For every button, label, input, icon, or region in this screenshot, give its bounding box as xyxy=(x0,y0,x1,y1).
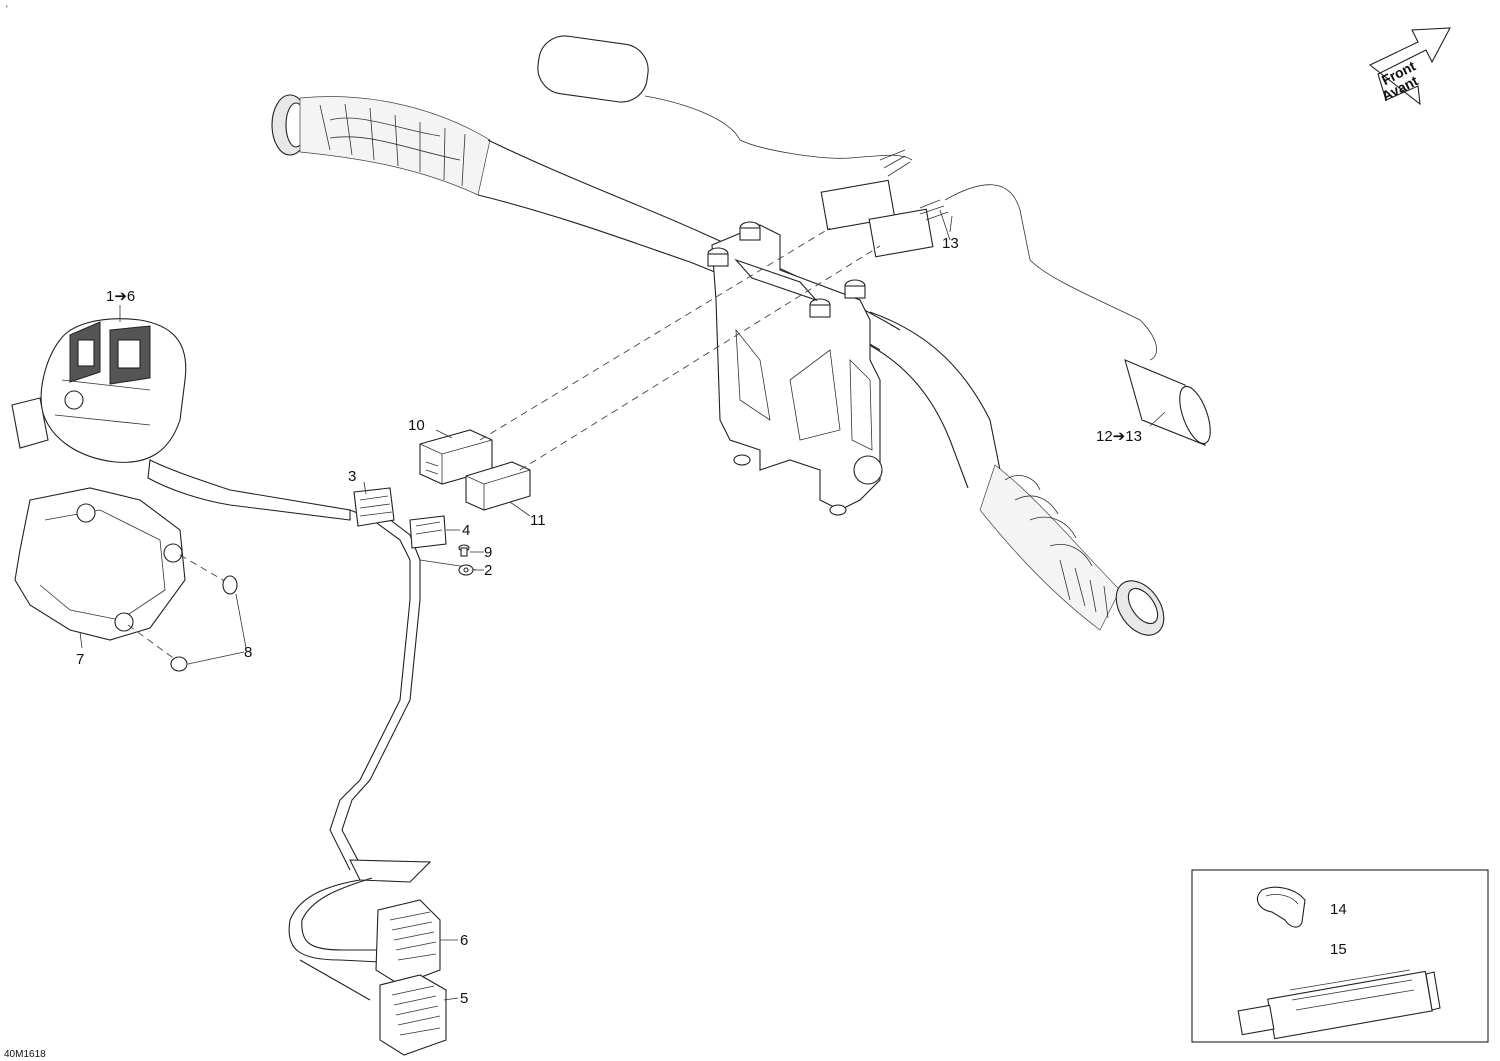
screw-icon xyxy=(127,554,238,672)
corner-tick: ' xyxy=(6,4,8,14)
callout-5: 5 xyxy=(460,990,468,1007)
left-control-switch-housing xyxy=(11,318,351,521)
ground-terminal-icon xyxy=(458,564,474,576)
callout-6: 6 xyxy=(460,932,468,949)
connector-6 xyxy=(375,899,441,986)
callout-7: 7 xyxy=(76,651,84,668)
callout-9: 9 xyxy=(484,544,492,561)
callout-1-6: 1➔6 xyxy=(106,288,135,305)
handlebar-riser xyxy=(707,221,883,516)
callout-labels: 1➔6 2 3 4 5 6 7 8 9 10 11 12➔13 13 14 15 xyxy=(76,235,1347,1007)
compound-tube-icon xyxy=(1237,969,1441,1040)
accessory-kit-box xyxy=(1191,869,1489,1043)
connector-5 xyxy=(379,974,447,1056)
heated-grip-wiring xyxy=(537,35,1211,446)
connector-11 xyxy=(465,461,531,511)
callout-4: 4 xyxy=(462,522,470,539)
callout-11: 11 xyxy=(530,512,546,529)
callout-12-13: 12➔13 xyxy=(1096,428,1142,445)
callout-15: 15 xyxy=(1330,941,1347,958)
riser-bolt-icon xyxy=(707,221,866,516)
callout-2: 2 xyxy=(484,562,492,579)
callout-10: 10 xyxy=(408,417,425,434)
wiring-harness xyxy=(288,487,477,1001)
callout-8: 8 xyxy=(244,644,252,661)
small-screw-icon xyxy=(458,544,470,557)
handlebar xyxy=(271,94,1165,636)
figure-code: 40M1618 xyxy=(4,1049,46,1060)
assembly-line xyxy=(519,245,881,471)
callout-13: 13 xyxy=(942,235,959,252)
callout-14: 14 xyxy=(1330,901,1347,918)
callout-3: 3 xyxy=(348,468,356,485)
clip-icon xyxy=(1257,886,1306,928)
assembly-line xyxy=(479,227,831,441)
switch-cover xyxy=(14,487,186,641)
front-direction-arrow-icon: Front Avant xyxy=(1368,27,1451,106)
